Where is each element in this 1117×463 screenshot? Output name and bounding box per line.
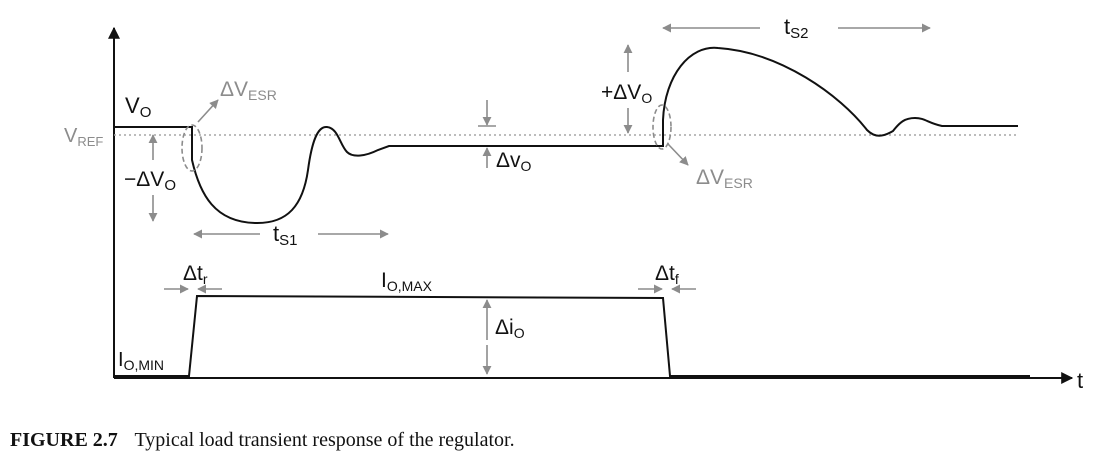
dvo-small-label: ΔvO: [496, 149, 532, 174]
neg-dvo-label: −ΔVO: [124, 168, 176, 194]
dvesr-label-1: ΔVESR: [220, 78, 277, 103]
pos-dvo-label: +ΔVO: [601, 81, 652, 106]
vo-waveform: [114, 46, 1018, 225]
iomin-label: IO,MIN: [118, 349, 164, 373]
esr-arrow-2: [667, 143, 689, 166]
esr-ellipse-2: [652, 104, 672, 150]
vo-label: VO: [125, 93, 151, 121]
ts1-label: tS1: [273, 221, 297, 249]
figure-caption: FIGURE 2.7 Typical load transient respon…: [10, 429, 515, 451]
ts2-label: tS2: [784, 14, 808, 42]
dtr-label: Δtr: [183, 262, 208, 287]
dvesr-label-2: ΔVESR: [696, 166, 753, 191]
esr-arrow-1: [197, 99, 219, 123]
io-waveform: [114, 294, 1030, 377]
vref-label: VREF: [64, 125, 103, 149]
t-axis-label: t: [1077, 368, 1083, 393]
iomax-label: IO,MAX: [381, 269, 433, 294]
esr-ellipse-1: [181, 124, 203, 172]
dio-label: ΔiO: [495, 316, 525, 341]
dtf-label: Δtf: [655, 262, 679, 287]
